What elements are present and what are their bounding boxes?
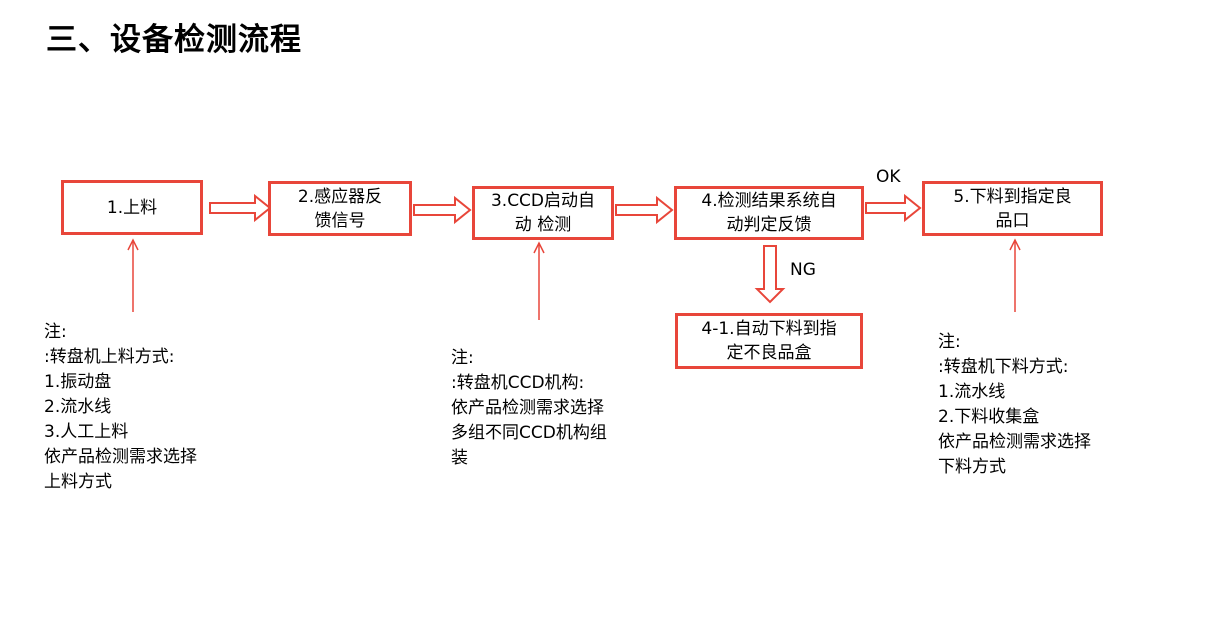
step-2-label-line2: 馈信号 xyxy=(314,210,366,231)
step-4-box: 4.检测结果系统自 动判定反馈 xyxy=(674,186,864,240)
unloading-note: 注: :转盘机下料方式: 1.流水线 2.下料收集盒 依产品检测需求选择 下料方… xyxy=(938,330,1091,480)
step-2-label-line1: 2.感应器反 xyxy=(297,186,383,207)
loading-note-line: 1.振动盘 xyxy=(44,372,112,392)
ccd-note-line: 依产品检测需求选择 xyxy=(451,398,604,418)
step-4-1-label-line1: 4-1.自动下料到指 xyxy=(701,319,837,339)
step-5-label-line1: 5.下料到指定良 xyxy=(953,186,1072,207)
loading-note: 注: :转盘机上料方式: 1.振动盘 2.流水线 3.人工上料 依产品检测需求选… xyxy=(44,320,197,495)
note-arrow-ccd xyxy=(533,241,545,320)
loading-note-line: 2.流水线 xyxy=(44,397,112,417)
step-4-1-label-line2: 定不良品盒 xyxy=(726,343,812,363)
loading-note-line: 依产品检测需求选择 xyxy=(44,447,197,467)
step-4-label-line1: 4.检测结果系统自 xyxy=(701,191,837,211)
step-5-box: 5.下料到指定良 品口 xyxy=(922,181,1103,236)
loading-note-line: 注: xyxy=(44,322,67,342)
arrow-4-to-5 xyxy=(865,193,922,223)
step-3-box: 3.CCD启动自 动 检测 xyxy=(472,186,614,240)
step-1-label: 1.上料 xyxy=(106,197,158,218)
ccd-note-line: 装 xyxy=(451,448,468,468)
ok-branch-label: OK xyxy=(876,167,901,187)
step-4-1-box: 4-1.自动下料到指 定不良品盒 xyxy=(675,313,863,369)
step-3-label-line2: 动 检测 xyxy=(514,215,572,235)
loading-note-line: 上料方式 xyxy=(44,472,112,492)
unloading-note-line: 1.流水线 xyxy=(938,382,1006,402)
loading-note-line: :转盘机上料方式: xyxy=(44,347,175,367)
ccd-note-line: :转盘机CCD机构: xyxy=(451,373,585,393)
loading-note-line: 3.人工上料 xyxy=(44,422,129,442)
step-5-label-line2: 品口 xyxy=(995,210,1030,231)
arrow-3-to-4 xyxy=(615,195,674,225)
unloading-note-line: 2.下料收集盒 xyxy=(938,407,1040,427)
step-2-box: 2.感应器反 馈信号 xyxy=(268,181,412,236)
note-arrow-unloading xyxy=(1009,238,1021,312)
ccd-note: 注: :转盘机CCD机构: 依产品检测需求选择 多组不同CCD机构组 装 xyxy=(451,346,607,471)
note-arrow-loading xyxy=(127,238,139,312)
unloading-note-line: :转盘机下料方式: xyxy=(938,357,1069,377)
ccd-note-line: 多组不同CCD机构组 xyxy=(451,423,607,443)
arrow-1-to-2 xyxy=(209,193,272,223)
ccd-note-line: 注: xyxy=(451,348,474,368)
step-1-box: 1.上料 xyxy=(61,180,203,235)
arrow-2-to-3 xyxy=(413,195,472,225)
arrow-4-to-ng xyxy=(754,245,786,304)
unloading-note-line: 注: xyxy=(938,332,961,352)
step-3-label-line1: 3.CCD启动自 xyxy=(490,191,596,211)
unloading-note-line: 依产品检测需求选择 xyxy=(938,432,1091,452)
step-4-label-line2: 动判定反馈 xyxy=(726,215,812,235)
ng-branch-label: NG xyxy=(790,260,816,280)
unloading-note-line: 下料方式 xyxy=(938,457,1006,477)
page-title: 三、设备检测流程 xyxy=(46,22,302,58)
